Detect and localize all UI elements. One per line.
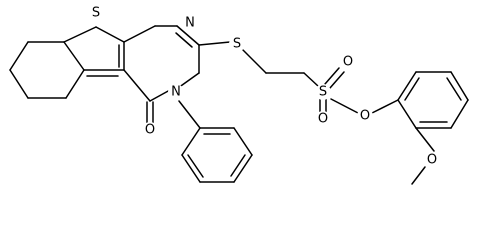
bond [329,71,345,89]
atom-label: N [185,16,195,31]
bond [450,99,469,129]
bond [446,77,462,101]
bond [404,77,420,101]
atom-oxygen-ester: O [357,108,373,124]
bond [397,99,417,129]
bond [123,69,151,102]
bond [175,32,193,48]
atom-sulfur-sulfonyl: S [315,84,331,100]
bond [63,26,97,43]
bond [411,166,426,185]
bond [230,154,246,177]
bond [187,154,204,178]
atom-oxygen-methoxy: O [424,152,440,168]
molecule-svg: S N S N O S O O [9,5,469,185]
bond [9,41,29,71]
bonds [9,25,469,185]
bond [233,127,253,156]
bond [242,49,267,74]
atom-label: O [427,153,437,168]
bond [233,154,253,183]
bond [450,71,469,101]
bond [123,25,156,43]
atom-label: S [92,6,100,21]
atom-label: N [171,85,181,100]
bond [65,69,85,99]
bond [149,89,171,102]
atom-oxygen-sulfonyl-top: O [340,54,356,70]
structure-diagram: S N S N O S O O [9,5,469,185]
bond [198,41,231,46]
atom-label: O [343,55,353,70]
bond [178,100,201,129]
atom-label: S [319,85,327,100]
bond [324,67,340,85]
atom-label: O [318,112,328,127]
bond [397,71,417,101]
bond [176,25,200,46]
atom-sulfur-thioether: S [229,36,245,52]
atom-nitrogen-ring: N [182,15,198,31]
atom-label: O [360,109,370,124]
bond [415,127,435,152]
atom-oxygen-carbonyl: O [142,122,158,138]
atom-label: S [233,37,241,52]
atom-label: O [145,123,155,138]
bond [95,26,125,43]
bond [330,98,359,114]
bond [63,41,85,71]
atom-oxygen-sulfonyl-bottom: O [315,111,331,127]
bond [371,99,399,114]
atom-sulfur-thiophene: S [88,5,104,21]
atom-nitrogen-phenyl: N [168,84,184,100]
bond [303,72,319,87]
bond [9,69,29,99]
atom-labels: S N S N O S O O [88,5,440,168]
bond [181,154,201,183]
bond [177,72,200,89]
bond [181,127,201,156]
